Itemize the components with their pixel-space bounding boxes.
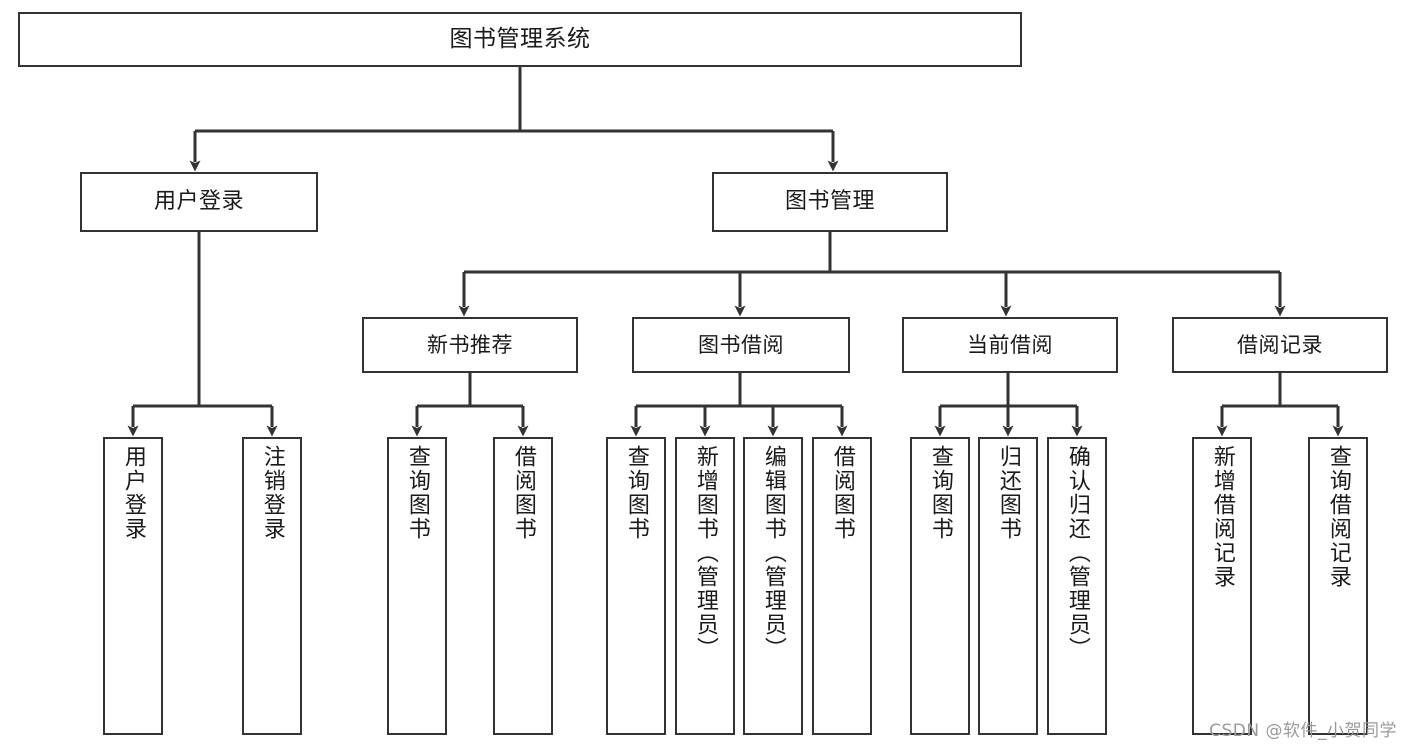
- node-label: 图书管理系统: [449, 25, 591, 52]
- node-leaf-edit-book[interactable]: 编辑图书（管理员）: [743, 437, 803, 735]
- node-new-book-recommend[interactable]: 新书推荐: [362, 317, 578, 373]
- node-leaf-return-book[interactable]: 归还图书: [978, 437, 1038, 735]
- node-current-borrow[interactable]: 当前借阅: [902, 317, 1118, 373]
- node-leaf-user-login[interactable]: 用户登录: [103, 437, 163, 735]
- node-label: 查询图书: [404, 445, 430, 541]
- node-label: 注销登录: [259, 445, 285, 541]
- node-book-management-system[interactable]: 图书管理系统: [18, 12, 1022, 67]
- node-leaf-borrow-book-2[interactable]: 借阅图书: [812, 437, 872, 735]
- node-label: 确认归还（管理员）: [1064, 445, 1090, 661]
- node-label: 借阅记录: [1237, 332, 1323, 357]
- node-label: 图书借阅: [698, 332, 784, 357]
- node-leaf-confirm-return[interactable]: 确认归还（管理员）: [1047, 437, 1107, 735]
- node-user-login[interactable]: 用户登录: [80, 172, 318, 232]
- node-label: 新增借阅记录: [1209, 445, 1235, 589]
- node-leaf-query-book-1[interactable]: 查询图书: [387, 437, 447, 735]
- node-leaf-logout-login[interactable]: 注销登录: [242, 437, 302, 735]
- node-book-management[interactable]: 图书管理: [712, 172, 948, 232]
- node-label: 借阅图书: [829, 445, 855, 541]
- node-label: 归还图书: [995, 445, 1021, 541]
- node-label: 图书管理: [784, 189, 875, 215]
- node-borrow-record[interactable]: 借阅记录: [1172, 317, 1388, 373]
- node-leaf-borrow-book-1[interactable]: 借阅图书: [493, 437, 553, 735]
- node-label: 借阅图书: [510, 445, 536, 541]
- node-leaf-add-borrow-record[interactable]: 新增借阅记录: [1192, 437, 1252, 735]
- node-label: 查询图书: [927, 445, 953, 541]
- node-label: 用户登录: [120, 445, 146, 541]
- node-label: 新增图书（管理员）: [692, 445, 718, 661]
- node-leaf-query-borrow-record[interactable]: 查询借阅记录: [1308, 437, 1368, 735]
- node-label: 当前借阅: [967, 332, 1053, 357]
- node-label: 新书推荐: [427, 332, 513, 357]
- node-label: 查询图书: [623, 445, 649, 541]
- node-label: 编辑图书（管理员）: [760, 445, 786, 661]
- node-label: 查询借阅记录: [1325, 445, 1351, 589]
- node-leaf-query-book-3[interactable]: 查询图书: [910, 437, 970, 735]
- node-leaf-query-book-2[interactable]: 查询图书: [606, 437, 666, 735]
- node-book-borrow[interactable]: 图书借阅: [632, 317, 850, 373]
- node-label: 用户登录: [153, 189, 244, 215]
- node-leaf-add-book[interactable]: 新增图书（管理员）: [675, 437, 735, 735]
